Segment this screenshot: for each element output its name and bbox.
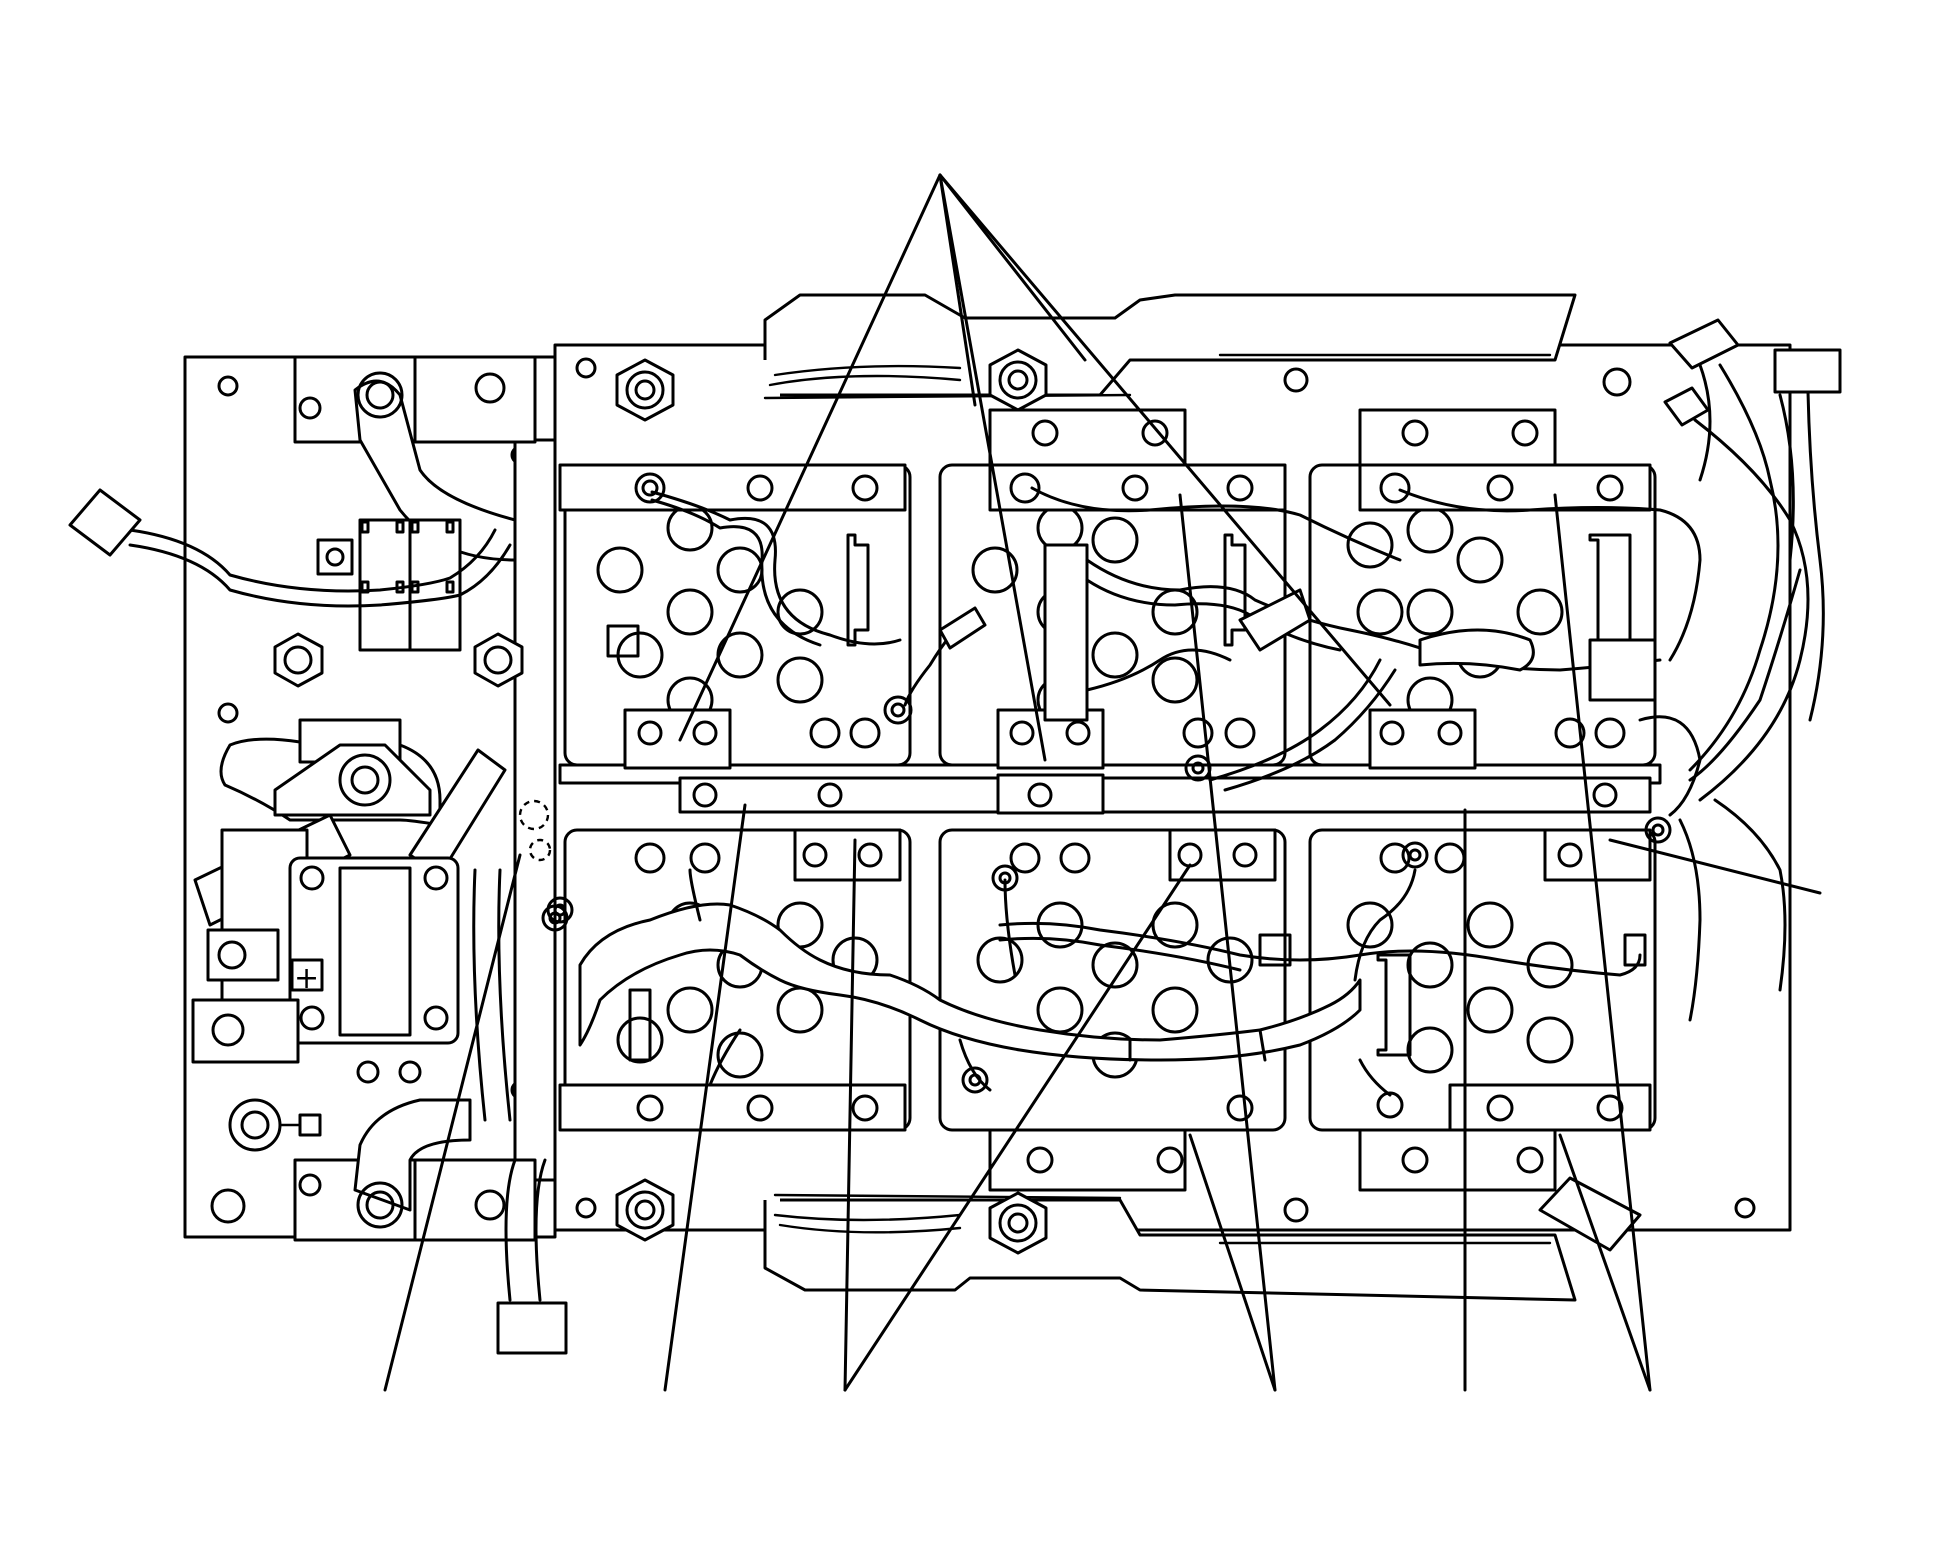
wire-harness-lower xyxy=(541,841,1642,1097)
callout-leaders xyxy=(383,173,1822,1392)
clamp-brackets xyxy=(988,408,1557,1192)
bus-bars-lower xyxy=(558,1083,1652,1132)
battery-module-lower-1 xyxy=(563,828,912,1132)
battery-module-upper-3 xyxy=(1308,463,1657,767)
bus-bars-middle xyxy=(634,773,1652,882)
bottom-left-bracket xyxy=(228,1060,537,1242)
wire-harness-left xyxy=(68,488,574,1355)
main-terminal-block: + xyxy=(191,828,460,1064)
wire-harness-right xyxy=(1538,318,1842,1252)
terminal-plus-label: + xyxy=(294,961,319,996)
tray-flange-bottom xyxy=(763,1193,1577,1302)
relay-mount xyxy=(193,718,507,927)
top-left-bracket xyxy=(293,355,537,652)
left-hex-nuts xyxy=(273,632,524,688)
wire-harness-upper xyxy=(650,486,1702,817)
corner-hex-nuts xyxy=(615,348,1048,1255)
